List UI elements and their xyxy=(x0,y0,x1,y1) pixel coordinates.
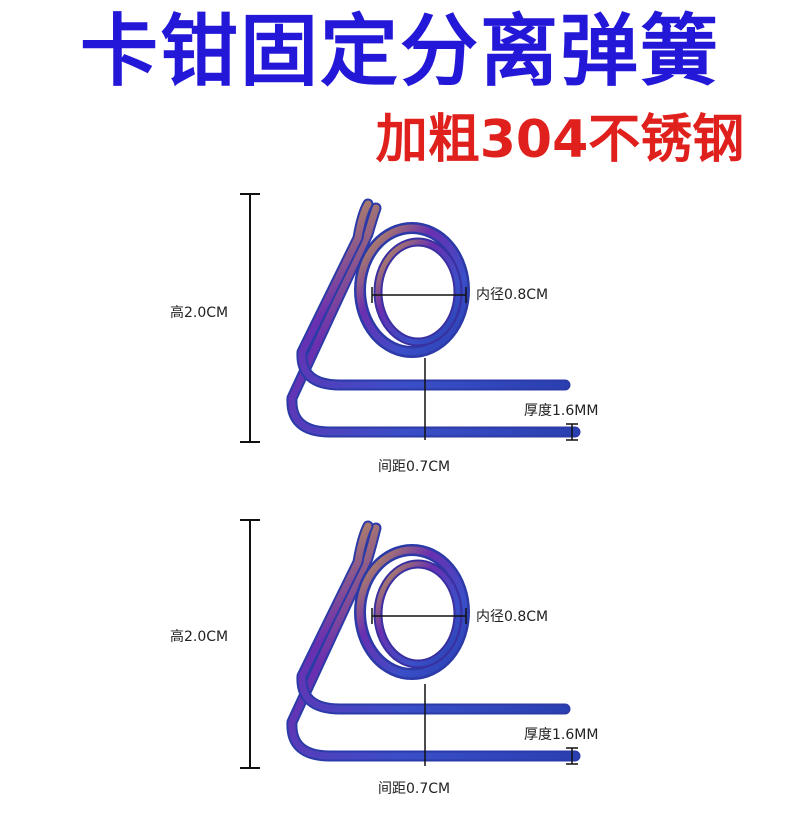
spring-illustration xyxy=(240,519,581,769)
page-subtitle: 加粗304不锈钢 xyxy=(375,110,745,170)
height-label: 高2.0CM xyxy=(170,629,229,645)
thickness-dimension-line xyxy=(566,747,578,765)
thickness-dimension-line xyxy=(566,423,578,441)
thickness-label: 厚度1.6MM xyxy=(524,403,599,419)
spring-illustration xyxy=(240,193,581,443)
thickness-label: 厚度1.6MM xyxy=(524,727,599,743)
inner-diameter-label: 内径0.8CM xyxy=(476,287,549,303)
inner-diameter-dimension-line xyxy=(371,608,467,624)
spring-diagram-1: 高2.0CM 内径0.8CM 厚度1.6MM 间距0.7CM xyxy=(0,180,800,500)
inner-diameter-dimension-line xyxy=(371,287,467,303)
spring-diagram-2: 高2.0CM 内径0.8CM 厚度1.6MM 间距0.7CM xyxy=(0,504,800,824)
inner-diameter-label: 内径0.8CM xyxy=(476,609,549,625)
height-label: 高2.0CM xyxy=(170,305,229,321)
spacing-label: 间距0.7CM xyxy=(378,459,451,475)
spacing-label: 间距0.7CM xyxy=(378,781,451,797)
spring-wire xyxy=(286,520,581,762)
spring-wire xyxy=(286,198,581,438)
page-title: 卡钳固定分离弹簧 xyxy=(79,7,720,97)
height-dimension-line xyxy=(240,193,260,443)
height-dimension-line xyxy=(240,519,260,769)
